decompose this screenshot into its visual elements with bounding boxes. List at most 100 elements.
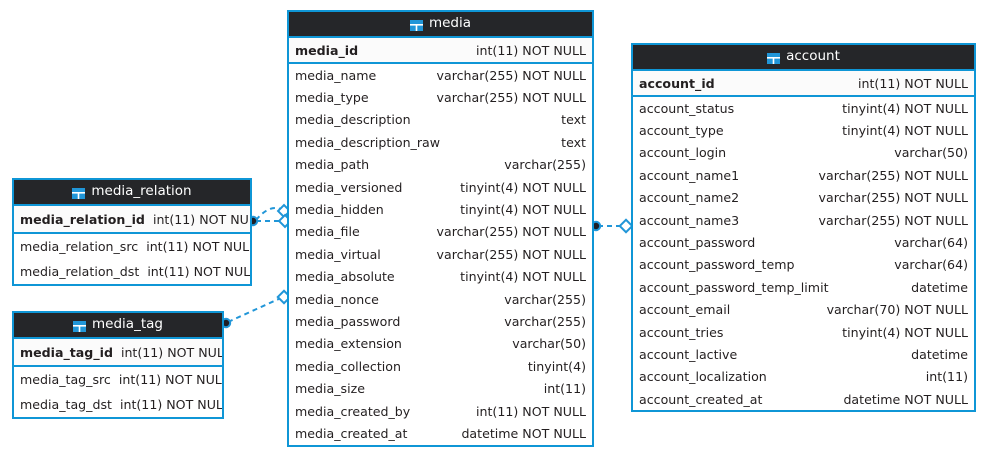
entity-account-pk-row: account_id int(11) NOT NULL [633, 71, 974, 97]
column-name: account_localization [639, 369, 767, 385]
column-type: varchar(255) [504, 291, 586, 307]
entity-media_tag-pk-row: media_tag_id int(11) NOT NULL [14, 339, 222, 367]
column-row: account_type tinyint(4) NOT NULL [633, 119, 974, 141]
column-row: media_file varchar(255) NOT NULL [289, 221, 592, 243]
column-type: varchar(70) NOT NULL [826, 302, 968, 318]
column-name: account_tries [639, 324, 724, 340]
column-name: account_created_at [639, 391, 763, 407]
column-name: media_collection [295, 358, 401, 374]
entity-media_relation-title: media_relation [91, 183, 192, 200]
column-type: datetime NOT NULL [843, 391, 968, 407]
column-type: tinyint(4) NOT NULL [460, 179, 586, 195]
column-name: account_password [639, 235, 756, 251]
column-type: varchar(255) NOT NULL [436, 67, 586, 83]
column-type: datetime NOT NULL [461, 425, 586, 441]
column-name: account_type [639, 123, 724, 139]
column-row: media_created_by int(11) NOT NULL [289, 400, 592, 422]
column-row: account_created_at datetime NOT NULL [633, 388, 974, 410]
column-name: media_virtual [295, 246, 381, 262]
column-name: media_extension [295, 336, 402, 352]
column-row: media_absolute tinyint(4) NOT NULL [289, 266, 592, 288]
column-name: media_password [295, 313, 401, 329]
column-type: int(11) NOT NULL [119, 397, 224, 412]
column-row: media_tag_dst int(11) NOT NULL [14, 392, 222, 417]
column-type: int(11) NOT NULL [146, 239, 252, 254]
entity-media_tag[interactable]: media_tag media_tag_id int(11) NOT NULL … [12, 311, 224, 419]
column-type: tinyint(4) NOT NULL [842, 100, 968, 116]
column-name: media_tag_dst [20, 397, 112, 412]
entity-account-header: account [633, 45, 974, 71]
column-name: account_name2 [639, 190, 740, 206]
column-row: media_versioned tinyint(4) NOT NULL [289, 176, 592, 198]
table-icon [72, 187, 86, 199]
column-name: account_login [639, 145, 727, 161]
column-type: int(11) NOT NULL [120, 344, 224, 360]
column-row: account_status tinyint(4) NOT NULL [633, 97, 974, 119]
column-type: varchar(64) [894, 257, 968, 273]
column-type: int(11) NOT NULL [152, 211, 252, 227]
relationship-line-media_tag-media [227, 296, 284, 323]
column-name: account_name3 [639, 212, 740, 228]
column-name: media_nonce [295, 291, 379, 307]
column-name: media_name [295, 67, 377, 83]
column-type: varchar(50) [894, 145, 968, 161]
entity-media_relation[interactable]: media_relation media_relation_id int(11)… [12, 178, 252, 286]
column-row: account_localization int(11) [633, 366, 974, 388]
column-row: media_name varchar(255) NOT NULL [289, 64, 592, 86]
entity-media_tag-header: media_tag [14, 313, 222, 339]
column-type: int(11) NOT NULL [476, 42, 586, 58]
column-type: int(11) NOT NULL [476, 403, 586, 419]
entity-media-title: media [428, 15, 472, 32]
column-name: account_lactive [639, 346, 738, 362]
column-type: varchar(255) NOT NULL [818, 212, 968, 228]
column-row: media_password varchar(255) [289, 310, 592, 332]
column-type: varchar(64) [894, 235, 968, 251]
column-type: varchar(255) NOT NULL [436, 246, 586, 262]
relationship-line-media_relation-media-a [255, 207, 285, 221]
column-name: account_name1 [639, 167, 740, 183]
column-name: media_file [295, 224, 360, 240]
column-name: media_description [295, 112, 411, 128]
entity-media_tag-title: media_tag [92, 316, 163, 333]
column-row: account_name3 varchar(255) NOT NULL [633, 209, 974, 231]
entity-account[interactable]: account account_id int(11) NOT NULL acco… [631, 43, 976, 413]
column-name: media_created_by [295, 403, 411, 419]
column-type: varchar(255) [504, 313, 586, 329]
entity-media-header: media [289, 12, 592, 38]
column-type: varchar(255) NOT NULL [436, 224, 586, 240]
entity-media-pk-row: media_id int(11) NOT NULL [289, 38, 592, 64]
column-name: account_password_temp_limit [639, 279, 829, 295]
column-name: media_relation_dst [20, 264, 140, 279]
column-name: media_absolute [295, 269, 395, 285]
column-name: media_id [295, 42, 359, 58]
column-name: media_tag_id [20, 344, 113, 360]
column-row: media_virtual varchar(255) NOT NULL [289, 243, 592, 265]
column-type: tinyint(4) NOT NULL [842, 123, 968, 139]
column-type: int(11) [925, 369, 968, 385]
table-icon [409, 19, 423, 31]
entity-media[interactable]: media media_id int(11) NOT NULL media_na… [287, 10, 594, 447]
column-name: media_versioned [295, 179, 403, 195]
column-name: account_status [639, 100, 735, 116]
column-type: tinyint(4) NOT NULL [460, 269, 586, 285]
column-type: datetime [911, 346, 968, 362]
